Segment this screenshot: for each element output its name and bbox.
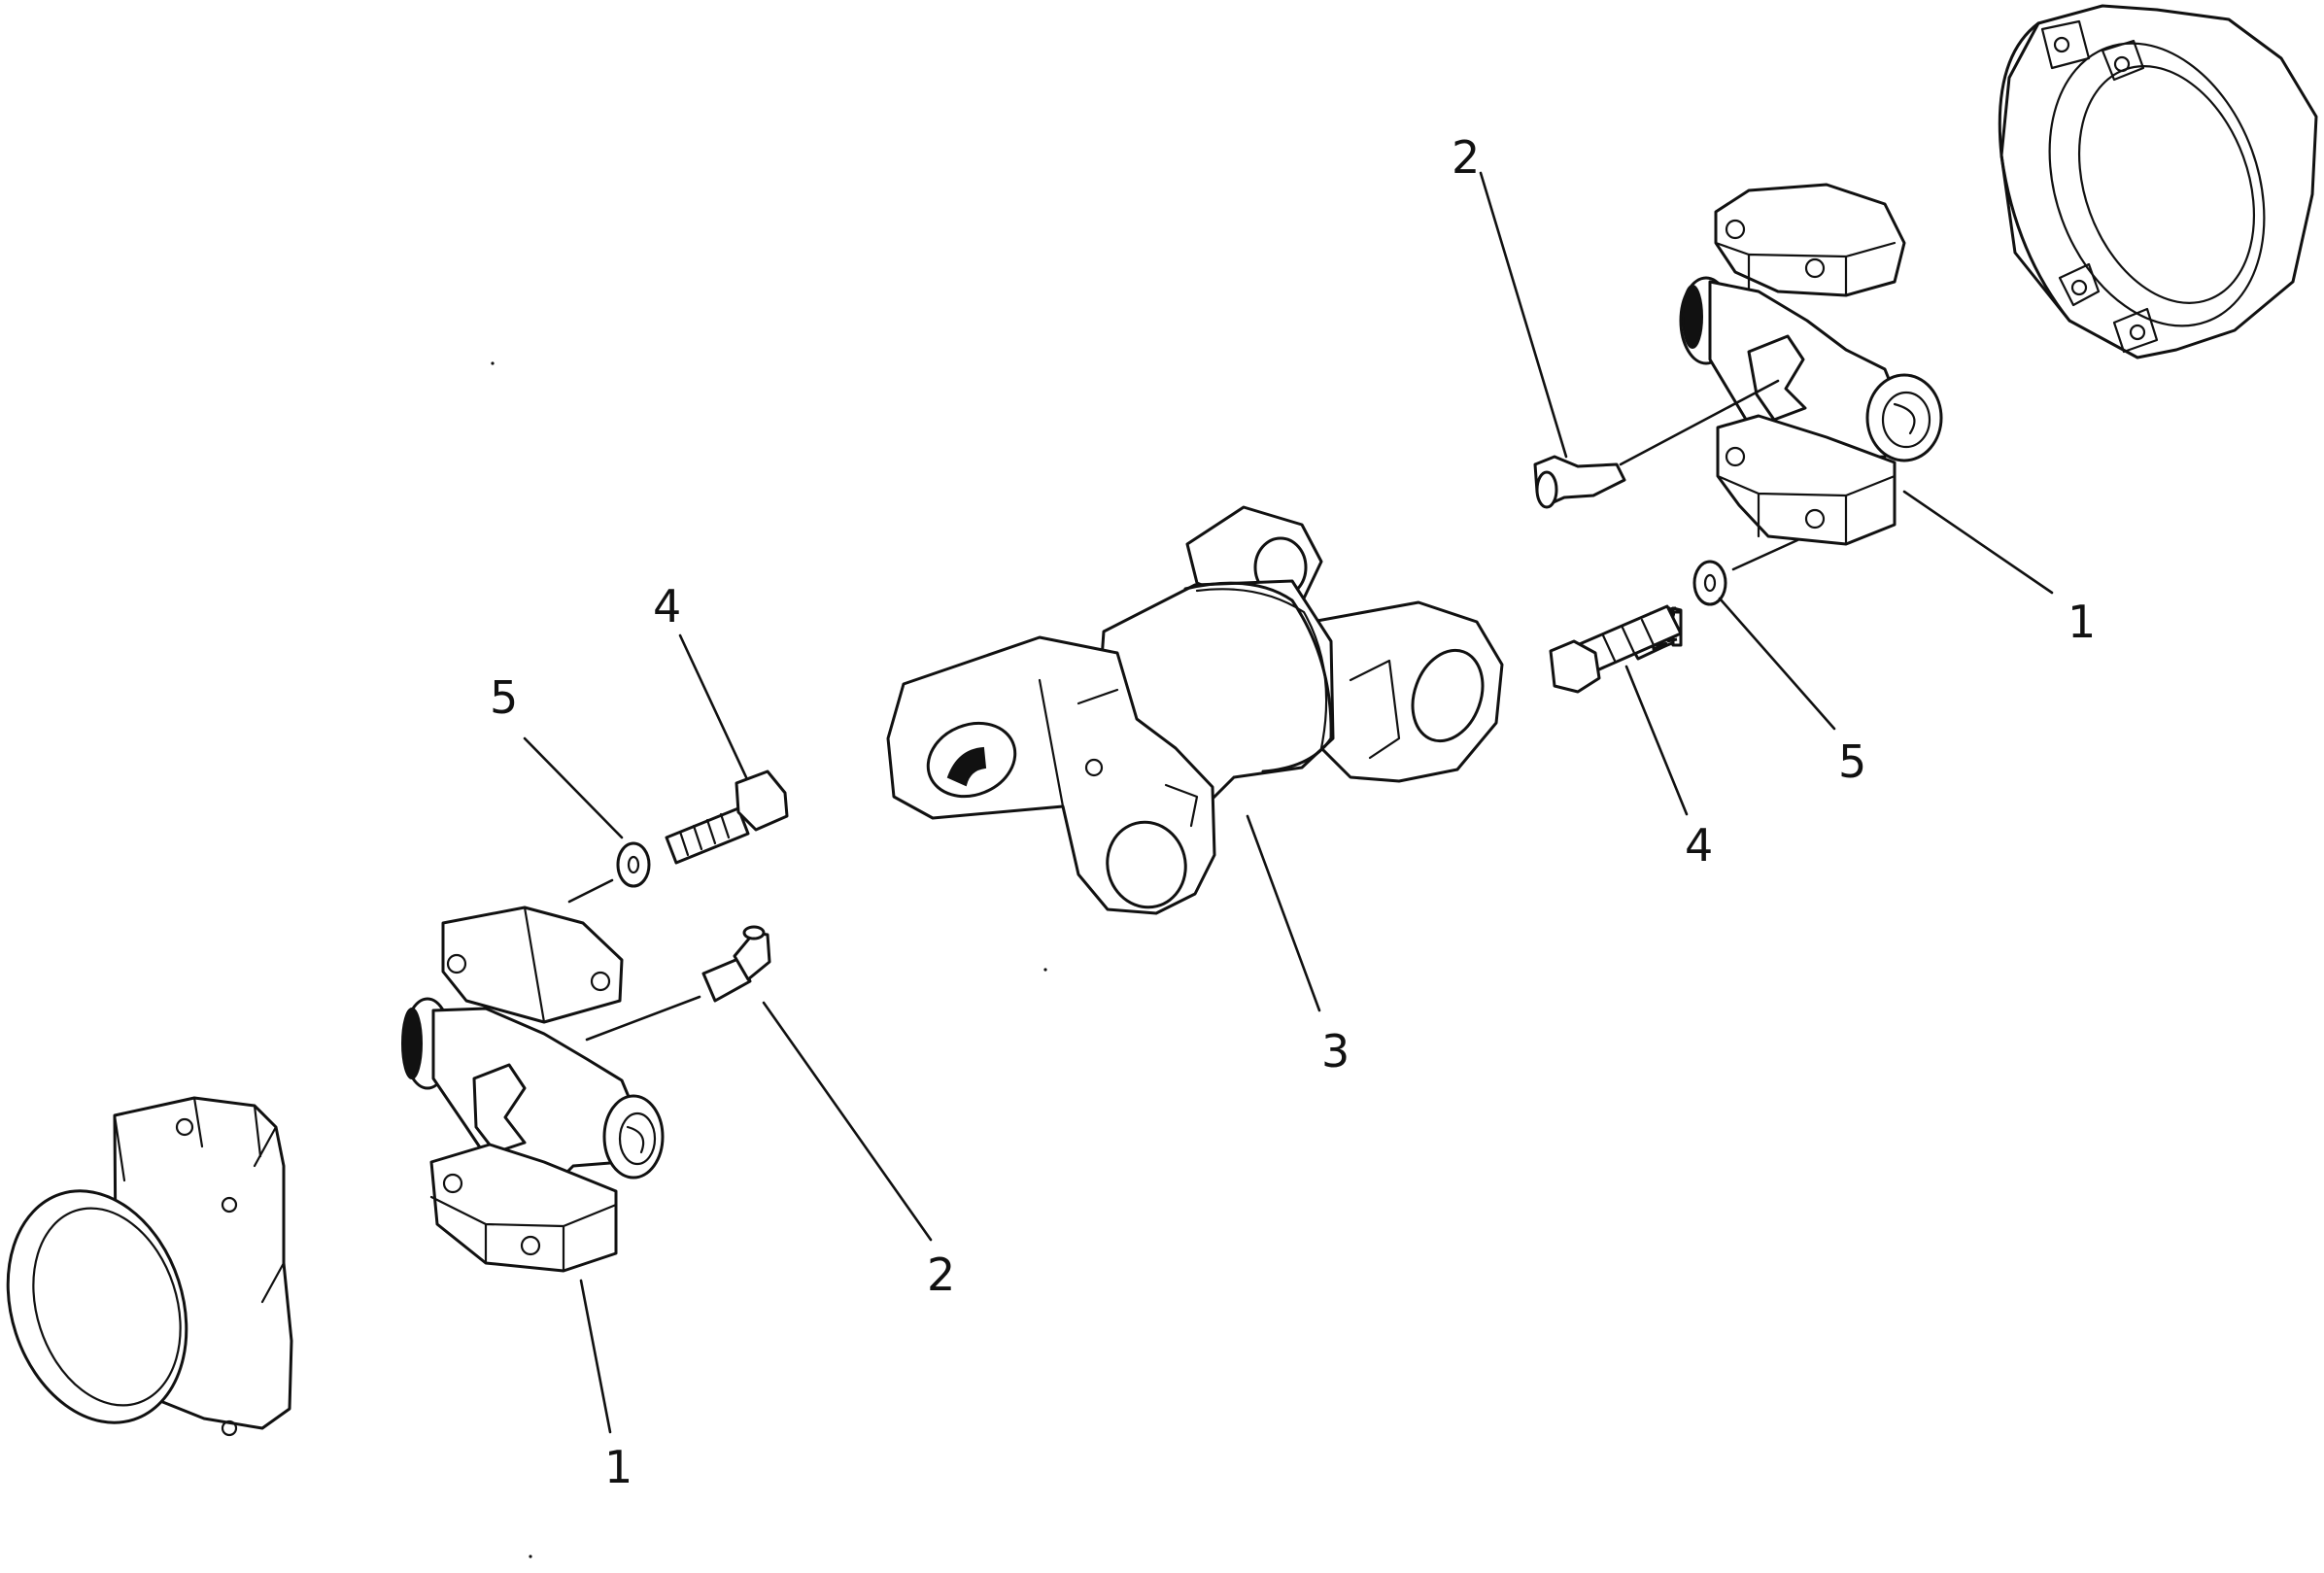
callout-bolt-right: 4	[1685, 819, 1713, 872]
stray-dot	[529, 1555, 532, 1558]
right-bolt	[1549, 604, 1683, 694]
left-bolt	[665, 769, 789, 865]
leader-right-washer-to-cap	[1731, 538, 1799, 571]
leader-left-washer	[523, 736, 624, 839]
leader-right-washer	[1718, 597, 1836, 731]
leader-right-yoke	[1902, 490, 2054, 595]
left-washer	[616, 841, 651, 888]
center-shaft	[886, 505, 1504, 915]
right-flange	[1998, 4, 2318, 359]
leader-shaft	[1246, 814, 1321, 1012]
leader-right-bolt	[1624, 665, 1689, 816]
right-grease-fitting	[1533, 455, 1626, 509]
left-grease-fitting	[701, 925, 771, 1003]
right-universal-joint	[1679, 183, 1943, 546]
leader-left-bolt	[678, 633, 748, 779]
left-flange	[6, 1096, 293, 1437]
stray-dot	[491, 361, 495, 365]
leader-right-fitting-to-cross	[1619, 379, 1780, 466]
leader-left-fitting	[762, 1001, 933, 1242]
callout-yoke-left: 1	[604, 1441, 632, 1493]
leader-right-fitting	[1479, 171, 1568, 459]
callout-yoke-right: 1	[2068, 596, 2096, 648]
callout-washer-right: 5	[1838, 735, 1866, 788]
left-universal-joint	[401, 906, 665, 1273]
leader-lines	[523, 171, 2054, 1434]
callout-grease-fitting-right: 2	[1452, 131, 1480, 184]
leader-left-fitting-to-cross	[585, 995, 701, 1042]
callout-washer-left: 5	[490, 671, 518, 724]
leader-left-washer-to-cap	[567, 878, 614, 904]
stray-dot	[1043, 968, 1047, 972]
callout-grease-fitting-left: 2	[927, 1248, 955, 1301]
leader-left-yoke	[579, 1279, 612, 1434]
right-washer	[1692, 560, 1727, 606]
callout-bolt-left: 4	[653, 580, 681, 633]
callout-shaft: 3	[1321, 1025, 1350, 1077]
